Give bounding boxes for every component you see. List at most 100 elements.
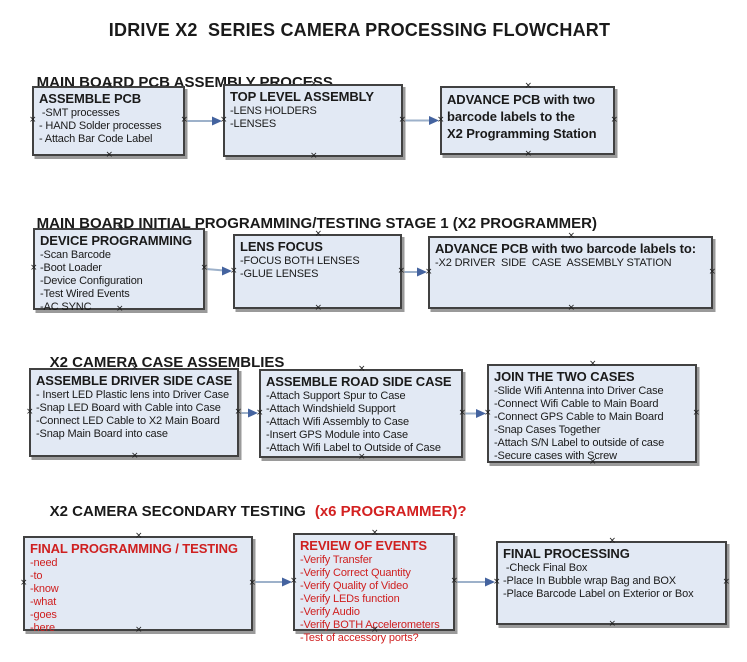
connection-x-mark: × (26, 406, 34, 417)
connection-x-mark: × (708, 266, 716, 277)
box-title: ADVANCE PCB with two barcode labels to t… (447, 92, 597, 141)
flow-arrow (403, 267, 427, 277)
connection-x-mark: × (493, 577, 501, 587)
box-item: -Place In Bubble wrap Bag and BOX (503, 575, 676, 587)
connection-x-mark: × (610, 114, 618, 125)
flow-arrow (404, 116, 439, 125)
connection-x-mark: × (450, 576, 458, 586)
box-item: - HAND Solder processes (39, 120, 162, 132)
box-item: -LENS HOLDERS (230, 105, 317, 117)
section-heading-secondary-testing: X2 CAMERA SECONDARY TESTING(x6 PROGRAMME… (33, 486, 467, 537)
box-item: -Check Final Box (503, 562, 588, 574)
connection-x-mark: × (230, 265, 238, 276)
flow-box-device-programming: DEVICE PROGRAMMING -Scan Barcode-Boot Lo… (30, 224, 208, 314)
box-item: -Verify LEDs function (300, 593, 400, 605)
connection-x-mark: × (131, 363, 139, 373)
flow-box-advance-pcb-programming-station: ADVANCE PCB with two barcode labels to t… (437, 82, 618, 159)
connection-x-mark: × (290, 576, 298, 586)
section-heading-red-suffix: (x6 PROGRAMMER)? (314, 503, 467, 520)
connection-x-mark: × (200, 263, 208, 273)
flow-box-lens-focus: LENS FOCUS -FOCUS BOTH LENSES-GLUE LENSE… (230, 230, 405, 313)
connection-x-mark: × (567, 303, 576, 313)
flow-arrow (186, 116, 222, 126)
flow-box-review-of-events: REVIEW OF EVENTS -Verify Transfer-Verify… (290, 529, 458, 645)
box-title: FINAL PROCESSING (503, 546, 630, 561)
connection-x-mark: × (116, 304, 124, 314)
box-item-list: -need-to-know-what-goes-here (30, 557, 247, 635)
box-item: -Verify BOTH Accelerometers (300, 619, 440, 631)
box-item: -AC SYNC (40, 301, 92, 313)
box-item-list: -Verify Transfer-Verify Correct Quantity… (300, 554, 449, 645)
flow-box-final-processing: FINAL PROCESSING -Check Final Box-Place … (493, 537, 730, 629)
box-item-list: -X2 DRIVER SIDE CASE ASSEMBLY STATION (435, 257, 707, 270)
section-heading-text: MAIN BOARD INITIAL PROGRAMMING/TESTING S… (36, 215, 597, 232)
box-item: -Verify Transfer (300, 554, 373, 566)
connection-x-mark: × (692, 407, 700, 418)
box-item-list: -Slide Wifi Antenna into Driver Case-Con… (494, 385, 691, 463)
section-heading-case-assemblies: X2 CAMERA CASE ASSEMBLIES (33, 337, 285, 388)
connection-x-mark: × (314, 229, 323, 239)
box-item: -what (30, 596, 57, 608)
connection-x-mark: × (131, 451, 139, 461)
connection-x-mark: × (371, 625, 379, 635)
connection-x-mark: × (458, 407, 466, 418)
box-item: -Verify Audio (300, 606, 360, 618)
box-item: -here (30, 622, 55, 634)
box-item-list: -Check Final Box-Place In Bubble wrap Ba… (503, 562, 721, 601)
box-item: -FOCUS BOTH LENSES (240, 255, 360, 267)
box-item-list: -FOCUS BOTH LENSES-GLUE LENSES (240, 255, 396, 281)
section-heading-text: X2 CAMERA CASE ASSEMBLIES (49, 354, 285, 371)
box-title: ADVANCE PCB with two barcode labels to: (435, 241, 696, 256)
box-title: LENS FOCUS (240, 239, 323, 254)
box-item: -Scan Barcode (40, 249, 111, 261)
connection-x-mark: × (135, 531, 143, 541)
box-item: -Secure cases with Screw (494, 450, 617, 462)
connection-x-mark: × (398, 114, 406, 125)
connection-x-mark: × (20, 577, 28, 588)
section-heading-initial-programming: MAIN BOARD INITIAL PROGRAMMING/TESTING S… (20, 198, 597, 249)
flow-arrow (254, 577, 292, 587)
box-item: -Verify Quality of Video (300, 580, 409, 592)
box-title: JOIN THE TWO CASES (494, 369, 635, 384)
box-item: -Test Wired Events (40, 288, 130, 300)
connection-x-mark: × (608, 619, 617, 629)
connection-x-mark: × (484, 407, 492, 418)
flow-arrow (205, 266, 232, 276)
box-item: -Connect LED Cable to X2 Main Board (36, 415, 220, 427)
flow-box-assemble-driver-side-case: ASSEMBLE DRIVER SIDE CASE - Insert LED P… (26, 364, 242, 461)
connection-x-mark: × (371, 528, 379, 538)
connection-x-mark: × (310, 151, 318, 161)
flow-box-join-the-two-cases: JOIN THE TWO CASES -Slide Wifi Antenna i… (484, 360, 700, 467)
connection-x-mark: × (425, 266, 433, 277)
box-item: - Insert LED Plastic lens into Driver Ca… (36, 389, 229, 401)
box-item: -Attach Wifi Label to Outside of Case (266, 442, 441, 454)
connection-x-mark: × (524, 149, 533, 159)
connection-x-mark: × (314, 303, 323, 313)
box-item: -to (30, 570, 43, 582)
box-item: -Insert GPS Module into Case (266, 429, 408, 441)
connection-x-mark: × (589, 359, 597, 369)
connection-x-mark: × (220, 114, 228, 125)
box-item: -Attach Wifi Assembly to Case (266, 416, 409, 428)
connection-x-mark: × (567, 231, 576, 241)
box-item: -X2 DRIVER SIDE CASE ASSEMBLY STATION (435, 257, 672, 269)
connection-x-mark: × (29, 115, 37, 125)
box-item: -Connect Wifi Cable to Main Board (494, 398, 659, 410)
flow-box-top-level-assembly: TOP LEVEL ASSEMBLY -LENS HOLDERS-LENSES … (220, 80, 406, 161)
connection-x-mark: × (180, 115, 188, 125)
box-item: -Snap Cases Together (494, 424, 601, 436)
box-title: ASSEMBLE ROAD SIDE CASE (266, 374, 452, 389)
connection-x-mark: × (358, 364, 366, 374)
box-item-list: -Scan Barcode-Boot Loader-Device Configu… (40, 249, 199, 314)
box-title: REVIEW OF EVENTS (300, 538, 427, 553)
box-item: -Place Barcode Label on Exterior or Box (503, 588, 694, 600)
connection-x-mark: × (256, 407, 264, 418)
box-item-list: - Insert LED Plastic lens into Driver Ca… (36, 389, 233, 441)
box-item: -Attach Windshield Support (266, 403, 396, 415)
box-item: -Connect GPS Cable to Main Board (494, 411, 664, 423)
page-title: IDRIVE X2 SERIES CAMERA PROCESSING FLOWC… (108, 20, 611, 40)
box-item: -Snap LED Board with Cable into Case (36, 402, 221, 414)
box-item: -Test of accessory ports? (300, 632, 419, 644)
box-title: TOP LEVEL ASSEMBLY (230, 89, 374, 104)
